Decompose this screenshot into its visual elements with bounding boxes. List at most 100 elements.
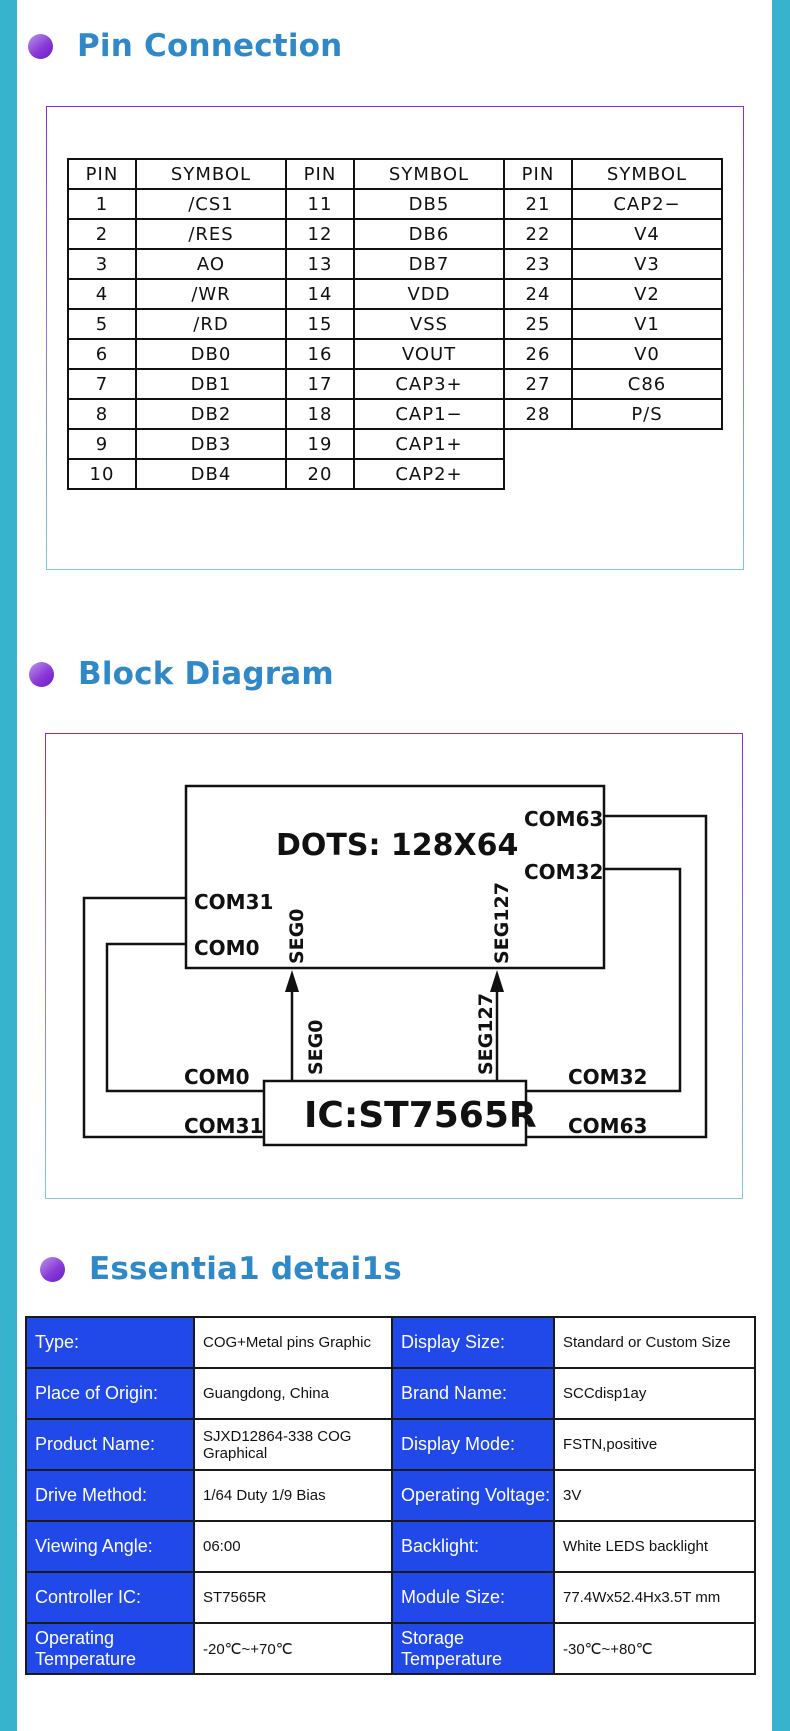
pin-symbol-cell: V3 [571, 248, 723, 280]
pin-number-cell: 25 [503, 308, 573, 340]
pin-number-cell: 8 [67, 398, 137, 430]
pin-symbol-cell: CAP1− [353, 398, 505, 430]
seg0-lower-label: SEG0 [305, 1020, 327, 1075]
spec-value: 3V [553, 1469, 756, 1522]
spec-label: Brand Name: [391, 1367, 555, 1420]
spec-value: -30℃~+80℃ [553, 1622, 756, 1675]
spec-label: Module Size: [391, 1571, 555, 1624]
pin-symbol-cell: VOUT [353, 338, 505, 370]
ic-box [262, 1079, 528, 1147]
essential-details-heading: Essentia1 detai1s [40, 1251, 402, 1287]
spec-label: Place of Origin: [25, 1367, 195, 1420]
com63-bottom-label: COM63 [568, 1114, 647, 1138]
com0-wire [105, 942, 264, 1093]
pin-symbol-cell: V4 [571, 218, 723, 250]
pin-header-cell: SYMBOL [353, 158, 505, 190]
pin-symbol-cell: DB0 [135, 338, 287, 370]
block-diagram-frame [45, 733, 743, 1199]
spec-label: Operating Voltage: [391, 1469, 555, 1522]
seg127-arrow-icon [490, 970, 504, 992]
table-row: Product Name:SJXD12864-338 COG Graphical… [25, 1418, 756, 1471]
pin-number-cell: 10 [67, 458, 137, 490]
pin-number-cell: 6 [67, 338, 137, 370]
com63-top-label: COM63 [524, 807, 603, 831]
display-panel-box [184, 784, 606, 970]
pin-connection-heading: Pin Connection [28, 28, 342, 64]
pin-number-cell: 9 [67, 428, 137, 460]
spec-value: FSTN,positive [553, 1418, 756, 1471]
pin-symbol-cell: /CS1 [135, 188, 287, 220]
spec-label: Display Size: [391, 1316, 555, 1369]
pin-symbol-cell: CAP3+ [353, 368, 505, 400]
pin-number-cell: 11 [285, 188, 355, 220]
spec-value: Guangdong, China [193, 1367, 393, 1420]
spec-value: White LEDS backlight [553, 1520, 756, 1573]
spec-label: Type: [25, 1316, 195, 1369]
pin-symbol-cell: CAP1+ [353, 428, 505, 460]
pin-symbol-cell: DB1 [135, 368, 287, 400]
pin-symbol-cell: DB5 [353, 188, 505, 220]
pin-number-cell: 28 [503, 398, 573, 430]
pin-number-cell: 12 [285, 218, 355, 250]
section-bullet-icon [40, 1256, 65, 1282]
pin-number-cell: 14 [285, 278, 355, 310]
pin-symbol-cell: /RD [135, 308, 287, 340]
pin-symbol-cell: DB4 [135, 458, 287, 490]
dots-label: DOTS: 128X64 [276, 828, 518, 863]
pin-number-cell: 4 [67, 278, 137, 310]
pin-number-cell: 22 [503, 218, 573, 250]
spec-value: 06:00 [193, 1520, 393, 1573]
pin-number-cell: 24 [503, 278, 573, 310]
spec-value: Standard or Custom Size [553, 1316, 756, 1369]
pin-number-cell: 23 [503, 248, 573, 280]
com31-wire [82, 896, 264, 1139]
pin-symbol-cell: C86 [571, 368, 723, 400]
com0-bottom-label: COM0 [184, 1065, 250, 1089]
spec-value: ST7565R [193, 1571, 393, 1624]
pin-number-cell: 13 [285, 248, 355, 280]
pin-number-cell: 15 [285, 308, 355, 340]
pin-header-cell: SYMBOL [571, 158, 723, 190]
right-accent-bar [772, 0, 790, 1731]
spec-label: Drive Method: [25, 1469, 195, 1522]
pin-symbol-cell: VSS [353, 308, 505, 340]
left-accent-bar [0, 0, 17, 1731]
com63-wire [526, 814, 708, 1139]
com32-bottom-label: COM32 [568, 1065, 647, 1089]
block-diagram-heading: Block Diagram [29, 656, 334, 692]
pin-symbol-cell: VDD [353, 278, 505, 310]
pin-symbol-cell: DB2 [135, 398, 287, 430]
pin-number-cell: 27 [503, 368, 573, 400]
pin-header-cell: PIN [503, 158, 573, 190]
pin-symbol-cell: CAP2− [571, 188, 723, 220]
pin-number-cell: 7 [67, 368, 137, 400]
pin-number-cell: 21 [503, 188, 573, 220]
section-title: Pin Connection [77, 28, 343, 64]
pin-symbol-cell: AO [135, 248, 287, 280]
ic-label: IC:ST7565R [304, 1095, 537, 1136]
pin-number-cell: 18 [285, 398, 355, 430]
com32-wire [526, 867, 682, 1093]
pin-number-cell: 5 [67, 308, 137, 340]
pin-header-cell: PIN [67, 158, 137, 190]
spec-label: Display Mode: [391, 1418, 555, 1471]
spec-label: Controller IC: [25, 1571, 195, 1624]
seg127-upper-label: SEG127 [491, 882, 513, 964]
